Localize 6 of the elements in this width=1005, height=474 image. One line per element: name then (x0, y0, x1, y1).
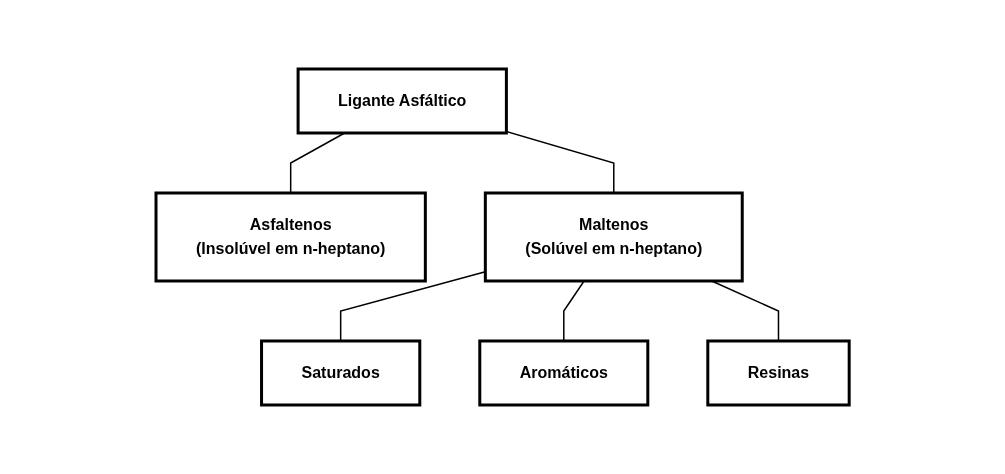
node-box: Maltenos (Solúvel em n-heptano) (483, 191, 744, 283)
node-box: Aromáticos (478, 339, 650, 407)
node-box: Asfaltenos (Insolúvel em n-heptano) (154, 191, 427, 283)
node-box: Ligante Asfáltico (296, 67, 508, 135)
node-box: Resinas (706, 339, 851, 407)
node-box: Saturados (259, 339, 422, 407)
